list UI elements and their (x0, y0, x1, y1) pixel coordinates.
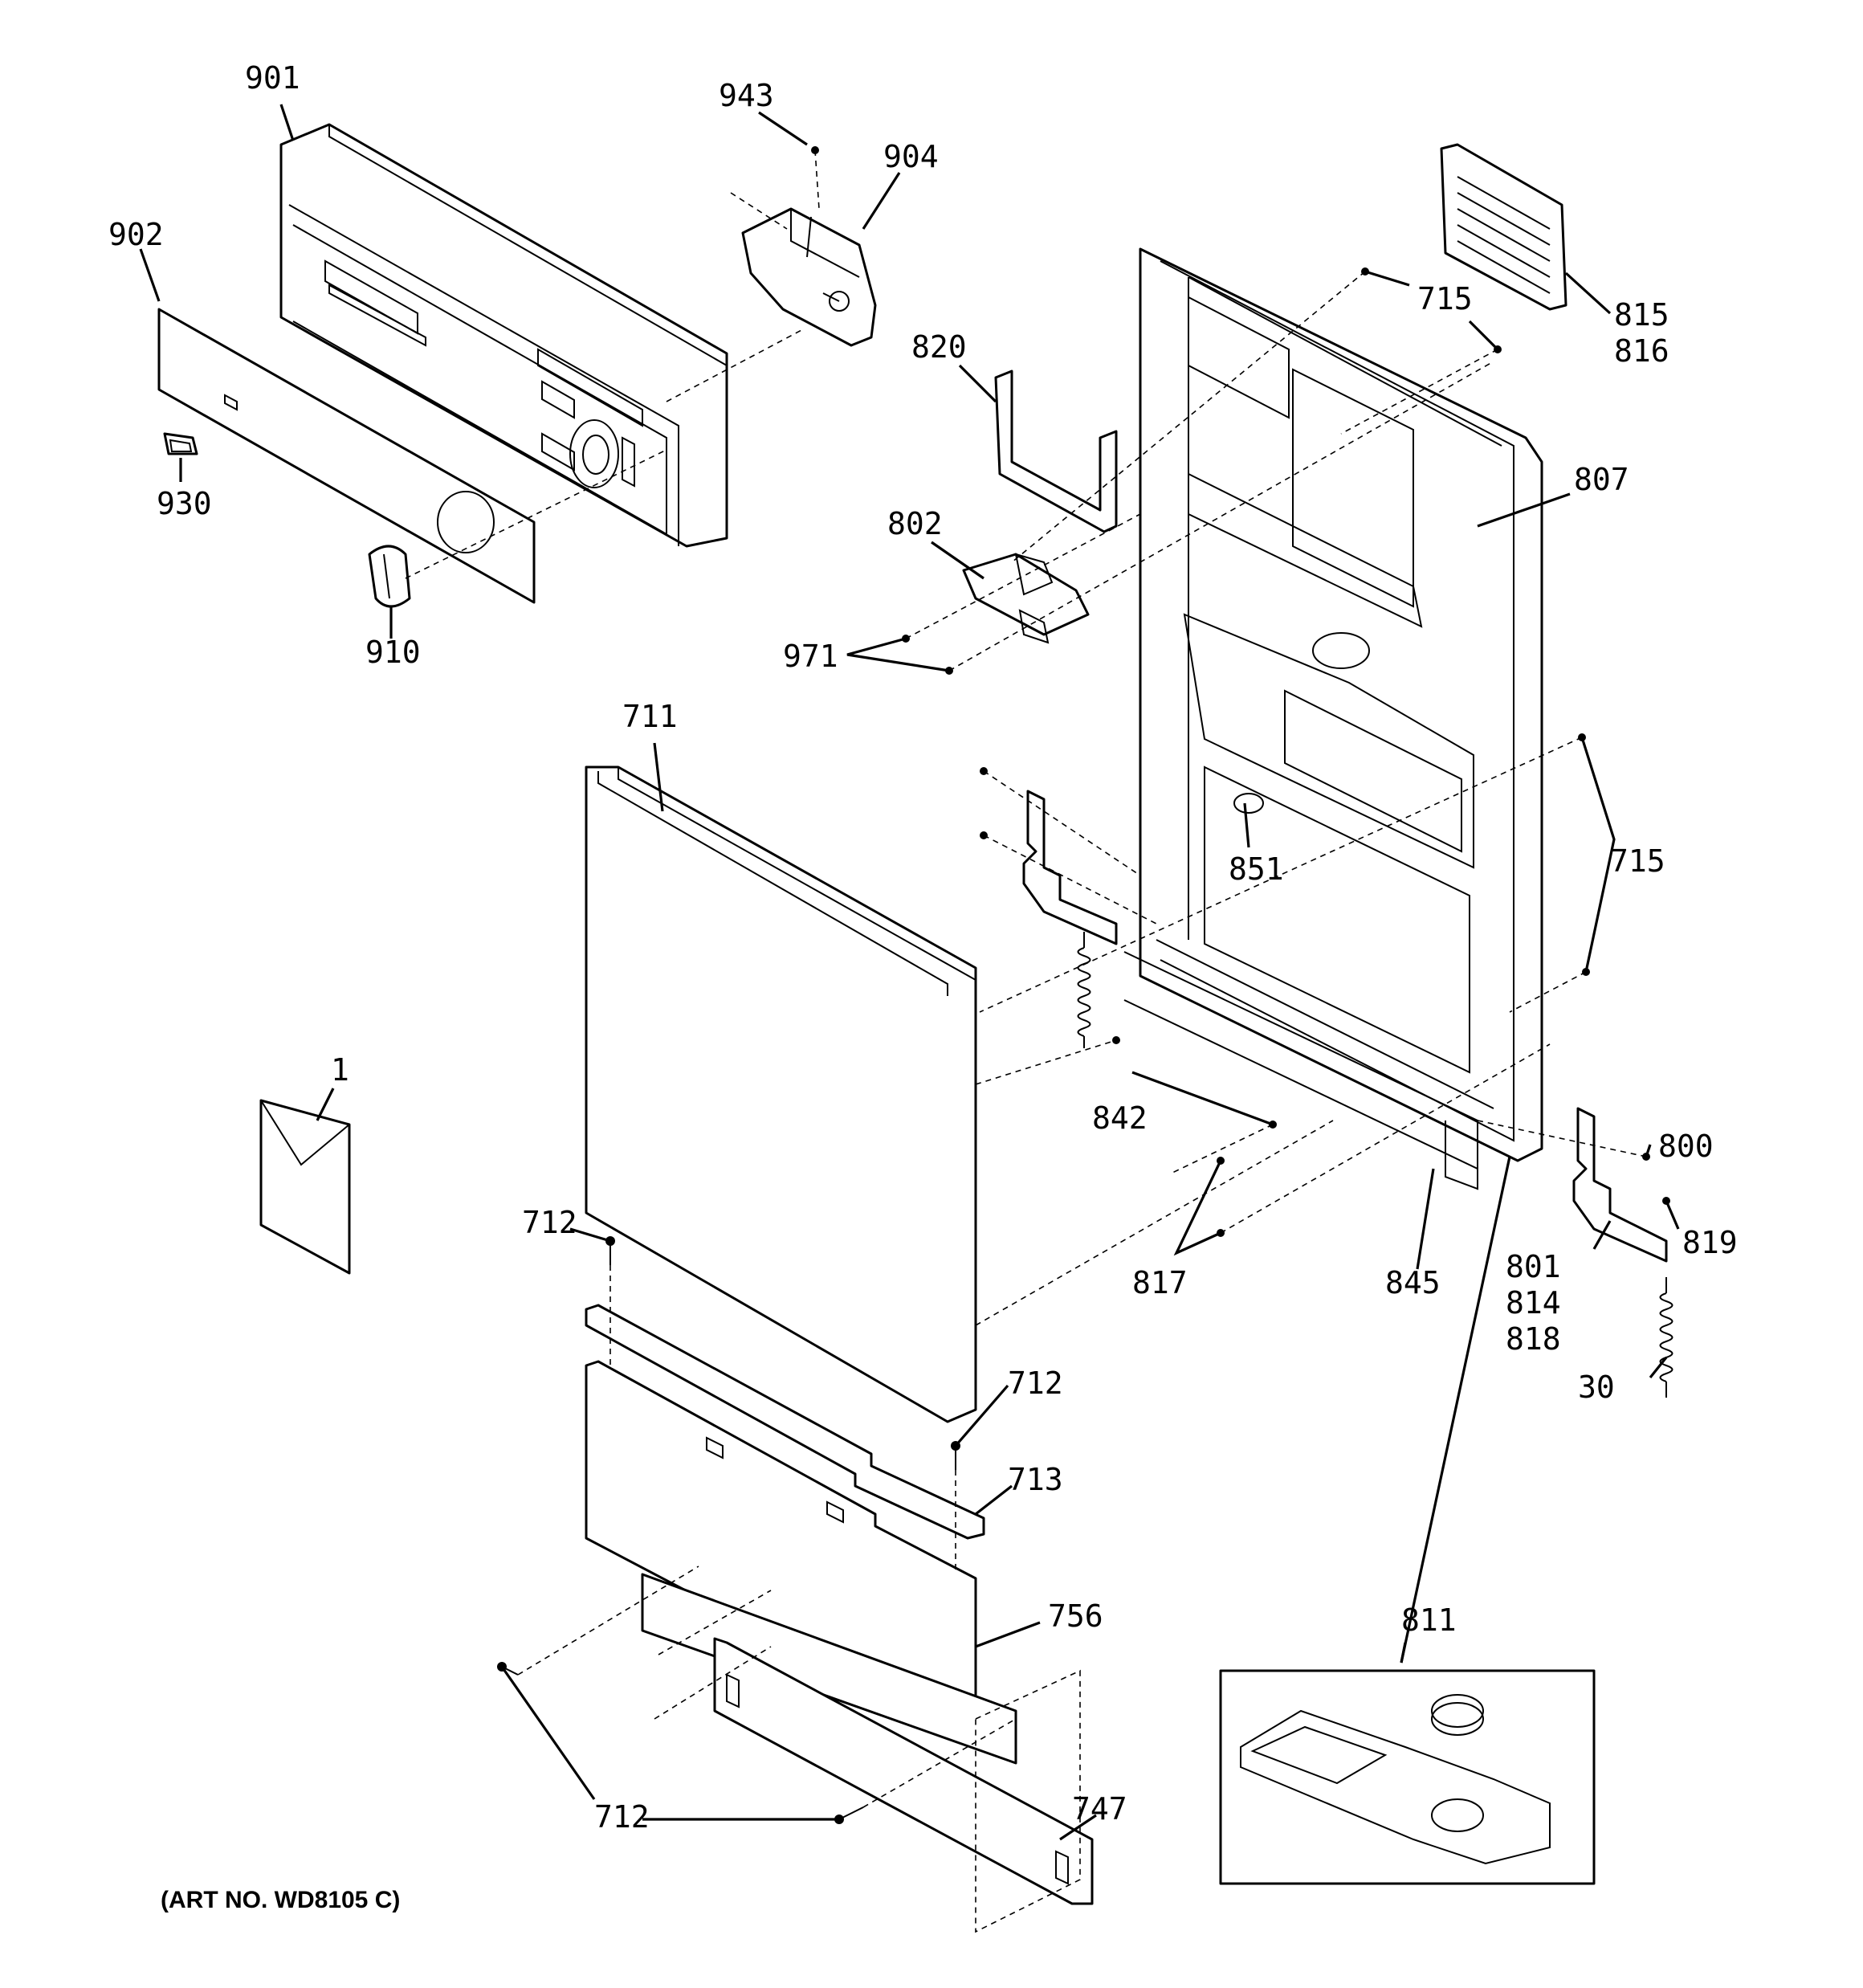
callout-712-left: 712 (522, 1205, 577, 1240)
callout-713: 713 (1008, 1462, 1063, 1497)
callout-labels: 901 943 904 902 930 910 820 802 971 715 … (108, 60, 1738, 1835)
part-851-grommet (1233, 793, 1264, 814)
part-713-trim (585, 1304, 985, 1540)
part-plate (641, 1573, 1017, 1765)
part-802-latch (962, 553, 1090, 644)
callout-747: 747 (1072, 1791, 1127, 1827)
callout-901: 901 (245, 60, 300, 96)
callout-902: 902 (108, 217, 164, 252)
callout-807: 807 (1574, 462, 1629, 497)
callout-971: 971 (783, 639, 838, 674)
part-801-hinge-right (1572, 1107, 1668, 1263)
part-902-overlay (157, 308, 536, 604)
callout-814: 814 (1506, 1285, 1561, 1321)
callout-711: 711 (622, 699, 678, 734)
part-807-inner-door (1123, 247, 1543, 1190)
callout-800: 800 (1658, 1129, 1714, 1164)
callout-817: 817 (1132, 1265, 1188, 1300)
callout-815: 815 (1614, 297, 1669, 333)
part-hinge-left (1022, 790, 1118, 945)
part-930-switch (163, 432, 198, 455)
callout-851: 851 (1229, 851, 1284, 887)
part-747-bracket (713, 1637, 1094, 1905)
callout-712-bottom: 712 (594, 1799, 650, 1835)
part-1-envelope (259, 1099, 351, 1275)
callout-30: 30 (1578, 1370, 1615, 1405)
art-number-caption: (ART NO. WD8105 C) (161, 1887, 400, 1913)
callout-756: 756 (1048, 1598, 1103, 1634)
callout-715-right: 715 (1610, 843, 1665, 879)
part-30-spring-right (1659, 1277, 1673, 1398)
leader-lines (139, 104, 1680, 1841)
callout-943: 943 (719, 78, 774, 113)
part-901-control-panel (279, 123, 728, 548)
part-820-gasket (994, 369, 1118, 533)
callout-930: 930 (157, 486, 212, 521)
callout-715-top: 715 (1417, 281, 1473, 316)
callout-712-mid: 712 (1008, 1365, 1063, 1401)
callout-819: 819 (1682, 1225, 1738, 1260)
part-815-816-vent (1440, 143, 1567, 311)
callout-818: 818 (1506, 1321, 1561, 1357)
callout-801: 801 (1506, 1249, 1561, 1284)
part-711-outer-door (585, 765, 977, 1423)
callout-816: 816 (1614, 333, 1669, 369)
part-904-timer (741, 207, 877, 347)
callout-910: 910 (365, 635, 421, 670)
callout-811: 811 (1401, 1602, 1457, 1638)
callout-802: 802 (887, 506, 943, 541)
callout-1: 1 (331, 1052, 349, 1088)
callout-842: 842 (1092, 1100, 1148, 1136)
callout-904: 904 (883, 139, 939, 174)
part-756-kick-panel (585, 1360, 977, 1745)
part-811-dispenser-box (1219, 1669, 1596, 1885)
part-30-spring-left (1077, 932, 1091, 1048)
assembly-dashed-lines (405, 149, 1647, 1933)
callout-845: 845 (1385, 1265, 1441, 1300)
callout-820: 820 (911, 329, 967, 365)
part-712-screw-d (834, 1806, 864, 1824)
part-910-knob (368, 545, 411, 608)
